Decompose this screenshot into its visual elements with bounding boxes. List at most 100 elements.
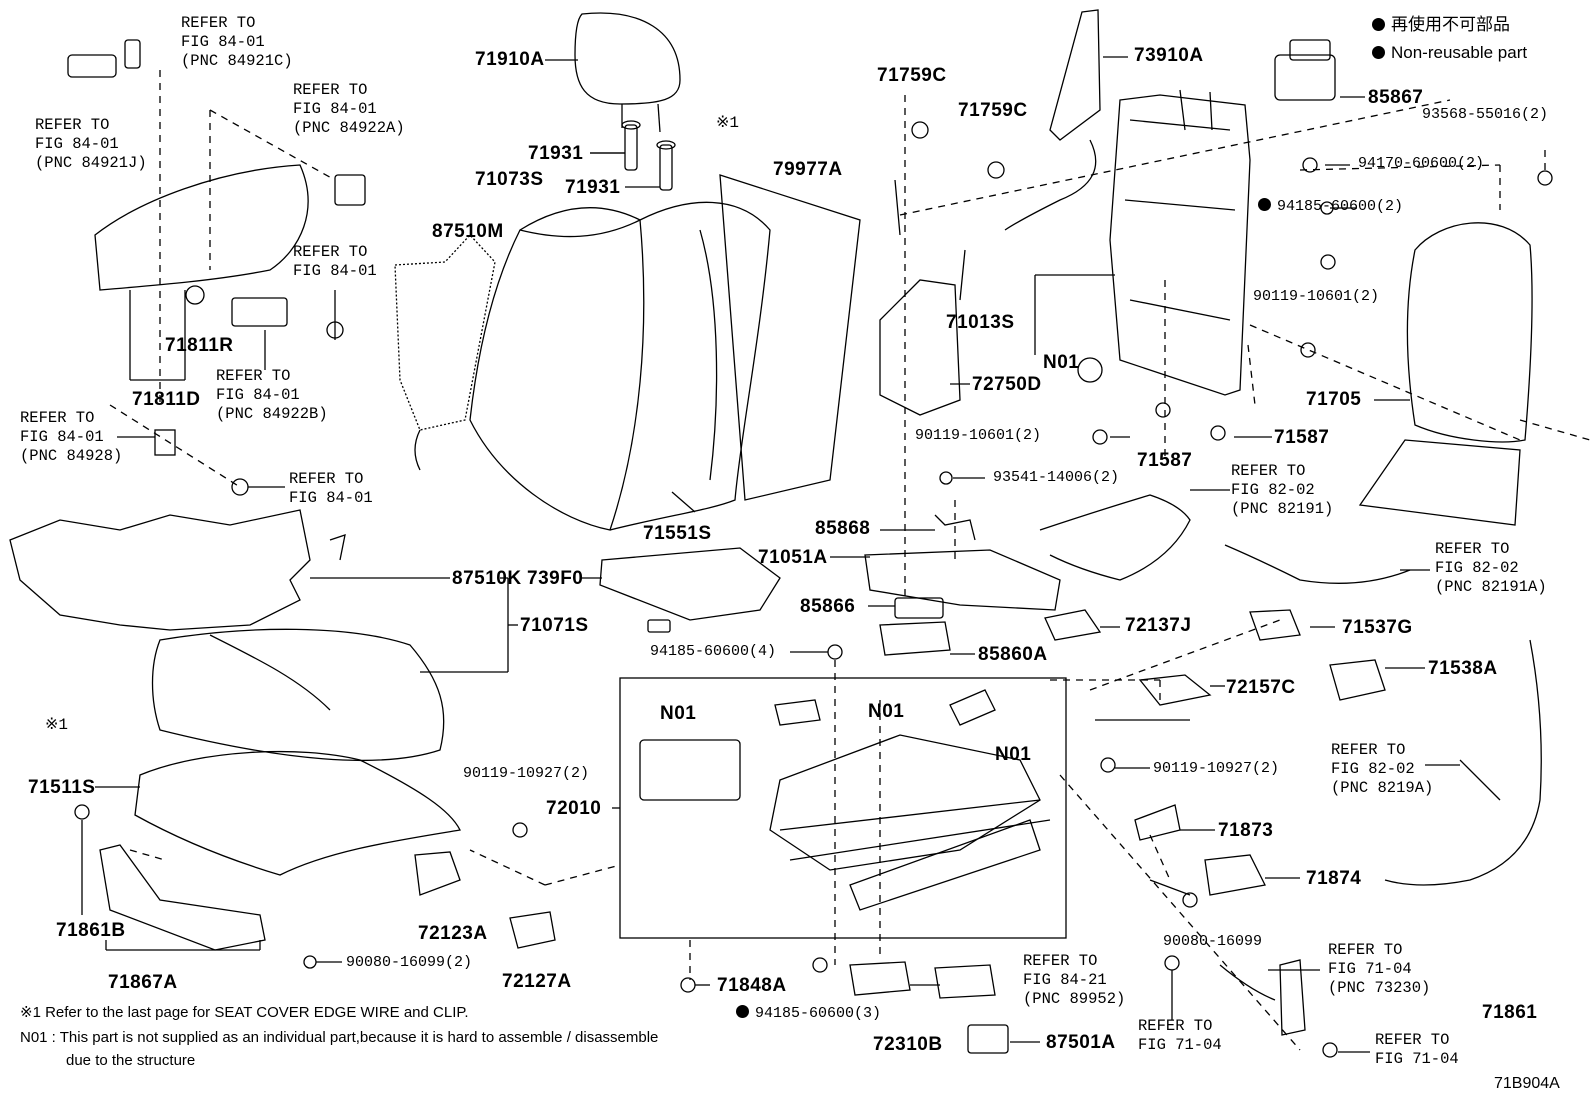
side-shield-drawing <box>67 39 366 496</box>
seatback-pad-drawing <box>394 234 496 471</box>
part-85866: 85866 <box>800 596 856 617</box>
seatback-frame-drawing <box>1109 89 1251 396</box>
part-71051A: 71051A <box>758 547 828 568</box>
part-71931-a: 71931 <box>528 143 584 164</box>
part-93541-14006: 93541-14006(2) <box>993 469 1120 486</box>
part-71511S: 71511S <box>28 777 96 798</box>
wire-clip-marker-b: ※1 <box>45 717 68 733</box>
part-72010: 72010 <box>546 798 602 819</box>
non-reusable-dot-icon <box>1372 18 1385 31</box>
part-71874: 71874 <box>1306 868 1362 889</box>
refer-fig-84-01-b: REFER TO FIG 84-01 <box>289 470 373 507</box>
part-739F0: 739F0 <box>527 568 584 589</box>
part-71873: 71873 <box>1218 820 1274 841</box>
wire-clip-marker-a-text: ※1 <box>716 114 740 132</box>
refer-fig-71-04-a: REFER TO FIG 71-04 <box>1138 1017 1222 1054</box>
part-85860A: 85860A <box>978 644 1048 665</box>
part-72123A: 72123A <box>418 923 488 944</box>
legend-en: Non-reusable part <box>1372 44 1527 61</box>
part-71759C-b: 71759C <box>958 100 1028 121</box>
refer-fig-84-01-84921C: REFER TO FIG 84-01 (PNC 84921C) <box>181 14 293 70</box>
part-N01-b: N01 <box>660 703 697 724</box>
part-79977A: 79977A <box>773 159 843 180</box>
part-94185-60600-b: 94185-60600(4) <box>650 643 777 660</box>
part-71811D: 71811D <box>132 389 201 410</box>
cushion-foam-drawing <box>599 547 781 633</box>
wire-harness-drawing <box>1039 494 1542 886</box>
part-93568-55016: 93568-55016(2) <box>1422 106 1549 123</box>
part-94170-60600: 94170-60600(2) <box>1358 155 1485 172</box>
part-72157C: 72157C <box>1226 677 1296 698</box>
front-trim-drawing <box>74 804 317 969</box>
part-90080-16099-b: 90080-16099 <box>1163 933 1263 950</box>
part-72127A: 72127A <box>502 971 572 992</box>
part-85868: 85868 <box>815 518 871 539</box>
non-reusable-dot-icon <box>1372 46 1385 59</box>
non-reusable-dot-icon <box>1258 198 1271 211</box>
leader-lines <box>81 56 1460 1053</box>
refer-fig-84-21-89952: REFER TO FIG 84-21 (PNC 89952) <box>1023 952 1126 1008</box>
seatback-side-panel-drawing <box>1004 9 1101 231</box>
seat-heater-element-drawing <box>864 514 1061 656</box>
part-85867: 85867 <box>1368 87 1424 108</box>
wire-clip-marker-b-text: ※1 <box>45 716 69 734</box>
refer-fig-82-02-8219A: REFER TO FIG 82-02 (PNC 8219A) <box>1331 741 1434 797</box>
figure-code: 71B904A <box>1494 1075 1560 1092</box>
legend-jp-text: 再使用不可部品 <box>1391 15 1510 34</box>
part-87510K: 87510K <box>452 568 522 589</box>
part-94185-60600-c: 94185-60600(3) <box>736 1005 881 1021</box>
part-71538A: 71538A <box>1428 658 1498 679</box>
part-71861B: 71861B <box>56 920 126 941</box>
seat-switch-drawing <box>1274 39 1336 101</box>
part-71587-a: 71587 <box>1137 450 1193 471</box>
part-71587-b: 71587 <box>1274 427 1330 448</box>
part-72750D: 72750D <box>972 374 1042 395</box>
part-72137J: 72137J <box>1125 615 1192 636</box>
part-94185-60600-a-text: 94185-60600(2) <box>1277 198 1404 215</box>
part-71867A: 71867A <box>108 972 178 993</box>
part-71848A: 71848A <box>717 975 787 996</box>
wire-clip-marker-a: ※1 <box>716 115 739 131</box>
part-71013S: 71013S <box>946 312 1015 333</box>
seat-cushion-cover-drawing <box>151 628 445 762</box>
fastener-drawing <box>512 121 1553 993</box>
part-71537G: 71537G <box>1342 617 1413 638</box>
refer-fig-84-01-84928: REFER TO FIG 84-01 (PNC 84928) <box>20 409 123 465</box>
part-71073S: 71073S <box>475 169 544 190</box>
dashed-leaders <box>109 70 1591 1051</box>
footnote-n01: N01 : This part is not supplied as an in… <box>20 1029 659 1046</box>
refer-fig-84-01-84922B: REFER TO FIG 84-01 (PNC 84922B) <box>216 367 328 423</box>
part-90080-16099-a: 90080-16099(2) <box>346 954 473 971</box>
refer-fig-84-01-84922A: REFER TO FIG 84-01 (PNC 84922A) <box>293 81 405 137</box>
non-reusable-dot-icon <box>736 1005 749 1018</box>
part-71910A: 71910A <box>475 49 545 70</box>
part-71705: 71705 <box>1306 389 1362 410</box>
refer-fig-82-02-82191: REFER TO FIG 82-02 (PNC 82191) <box>1231 462 1334 518</box>
part-90119-10927-b: 90119-10927(2) <box>1153 760 1280 777</box>
part-90119-10601-b: 90119-10601(2) <box>915 427 1042 444</box>
refer-fig-71-04-b: REFER TO FIG 71-04 <box>1375 1031 1459 1068</box>
legend-en-text: Non-reusable part <box>1391 43 1528 62</box>
part-94185-60600-a: 94185-60600(2) <box>1258 198 1403 214</box>
lumbar-support-drawing <box>879 179 966 416</box>
part-87501A: 87501A <box>1046 1032 1116 1053</box>
part-N01-d: N01 <box>995 744 1032 765</box>
seatback-rear-panel-drawing <box>1358 222 1533 526</box>
part-71551S: 71551S <box>643 523 712 544</box>
part-N01-c: N01 <box>868 701 905 722</box>
refer-fig-82-02-82191A: REFER TO FIG 82-02 (PNC 82191A) <box>1435 540 1547 596</box>
legend-jp: 再使用不可部品 <box>1372 16 1510 33</box>
seatback-board-drawing <box>719 174 861 501</box>
refer-fig-84-01-84921J: REFER TO FIG 84-01 (PNC 84921J) <box>35 116 147 172</box>
seat-heater-mat-drawing <box>9 509 346 631</box>
part-71861: 71861 <box>1482 1002 1538 1023</box>
part-90119-10927-a: 90119-10927(2) <box>463 765 590 782</box>
part-71071S: 71071S <box>520 615 589 636</box>
part-94185-60600-c-text: 94185-60600(3) <box>755 1005 882 1022</box>
seatback-cover-drawing <box>469 201 771 531</box>
part-87510M: 87510M <box>432 221 504 242</box>
part-73910A: 73910A <box>1134 45 1204 66</box>
footnote-n01-cont: due to the structure <box>66 1052 196 1069</box>
refer-fig-71-04-73230: REFER TO FIG 71-04 (PNC 73230) <box>1328 941 1431 997</box>
